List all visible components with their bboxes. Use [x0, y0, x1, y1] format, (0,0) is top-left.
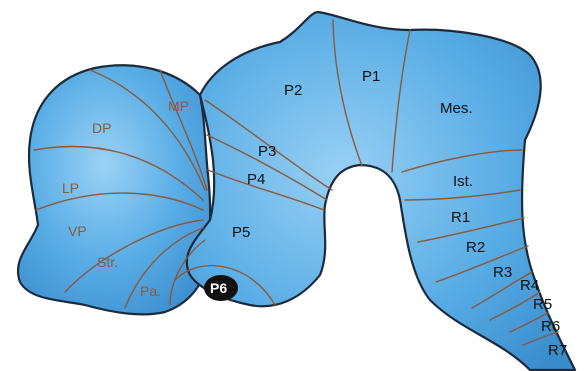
label-p1: P1 — [362, 68, 380, 85]
label-r6: R6 — [541, 318, 560, 335]
divider-str-pa — [124, 227, 204, 309]
label-r3: R3 — [493, 264, 512, 281]
label-p2: P2 — [284, 82, 302, 99]
divider-dp-lp — [33, 145, 204, 201]
divider-mes-ist — [401, 149, 523, 173]
label-p6: P6 — [210, 280, 227, 296]
divider-p4-p5 — [207, 169, 325, 211]
label-p5: P5 — [232, 224, 250, 241]
divider-dp-mp — [89, 69, 206, 191]
label-r4: R4 — [520, 277, 539, 294]
label-str: Str. — [97, 254, 118, 270]
label-r7: R7 — [548, 342, 567, 359]
label-r1: R1 — [451, 209, 470, 226]
label-lp: LP — [62, 180, 79, 196]
divider-p3-top — [204, 99, 333, 191]
label-r2: R2 — [466, 239, 485, 256]
label-p4: P4 — [247, 171, 265, 188]
divider-r4-r5 — [489, 291, 541, 321]
label-pa: Pa. — [140, 283, 161, 299]
divider-p3-mid — [206, 134, 328, 201]
divider-r2-r3 — [435, 245, 529, 283]
divider-pa-inner — [169, 239, 206, 306]
p6-badge — [204, 275, 238, 301]
label-p3: P3 — [258, 143, 276, 160]
divider-r6-r7 — [522, 331, 559, 346]
divider-vp-str — [64, 219, 204, 293]
divider-p1-mes — [391, 29, 411, 173]
divider-r3-r4 — [471, 271, 533, 309]
divider-p2-p1 — [332, 19, 363, 167]
divider-mp-top — [159, 69, 208, 191]
divider-ist-r1 — [404, 189, 521, 201]
label-ist: Ist. — [453, 173, 473, 190]
label-r5: R5 — [533, 296, 552, 313]
divider-r1-r2 — [417, 217, 525, 243]
label-vp: VP — [68, 223, 87, 239]
divider-p6-arc — [174, 265, 276, 306]
brainstem-shape — [185, 10, 577, 371]
label-mes: Mes. — [440, 100, 473, 117]
divider-lp-vp — [35, 192, 204, 211]
label-mp: MP — [168, 98, 189, 114]
divider-r5-r6 — [509, 312, 549, 333]
label-dp: DP — [92, 120, 111, 136]
